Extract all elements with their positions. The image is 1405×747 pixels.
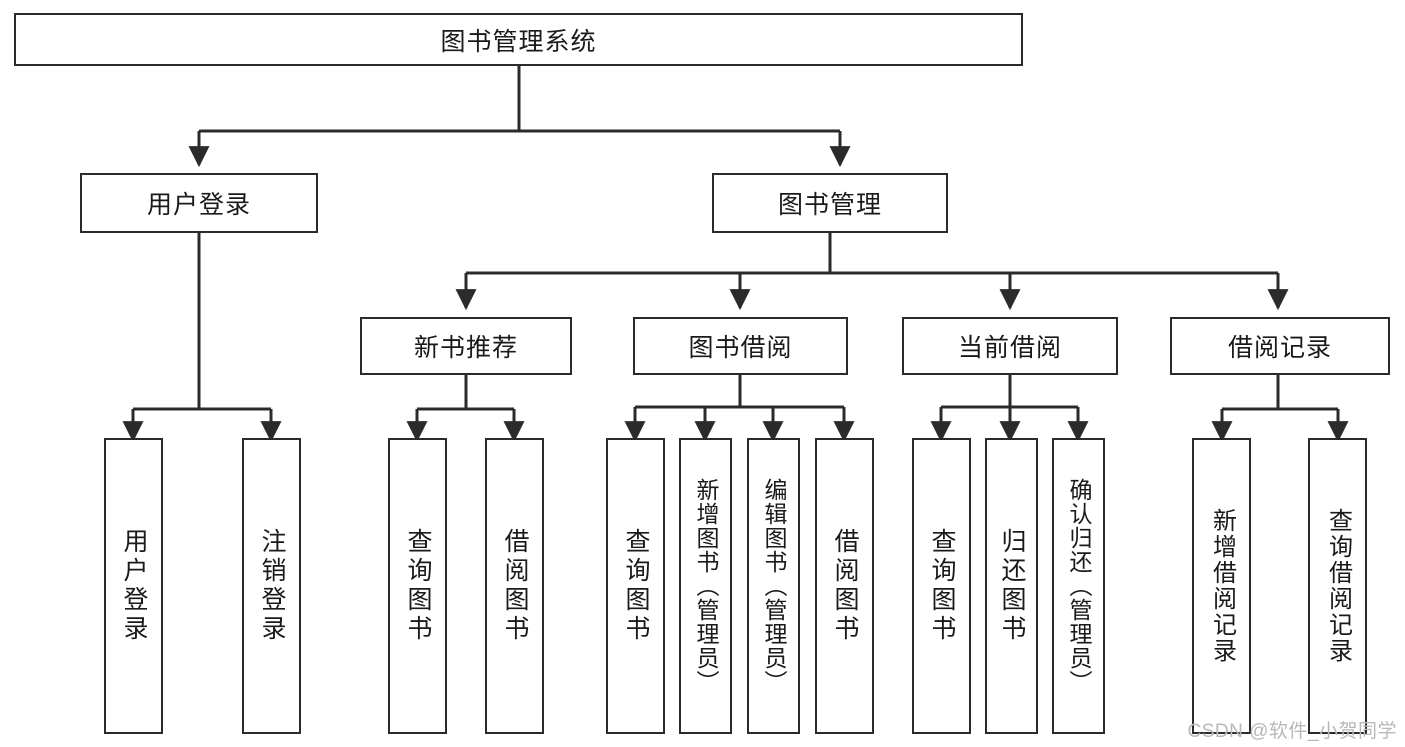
leaf-borrow-book-recommend[interactable]: 借阅图书 — [485, 438, 544, 734]
node-book-borrow[interactable]: 图书借阅 — [633, 317, 848, 375]
node-label: 图书管理 — [777, 191, 882, 219]
leaf-logout-login[interactable]: 注销登录 — [242, 438, 301, 734]
node-book-management[interactable]: 图书管理 — [712, 173, 948, 233]
node-current-borrow[interactable]: 当前借阅 — [902, 317, 1118, 375]
leaf-borrow-book-borrow[interactable]: 借阅图书 — [815, 438, 874, 734]
node-label: 用户登录 — [120, 528, 148, 644]
node-new-book-recommend[interactable]: 新书推荐 — [360, 317, 572, 375]
node-label: 查询借阅记录 — [1324, 508, 1352, 664]
node-label: 图书管理系统 — [440, 27, 597, 56]
node-label: 借阅图书 — [831, 528, 859, 644]
leaf-add-book-admin[interactable]: 新增图书（管理员） — [679, 438, 732, 734]
leaf-return-book[interactable]: 归还图书 — [985, 438, 1038, 734]
node-user-login[interactable]: 用户登录 — [80, 173, 318, 233]
leaf-query-borrow-record[interactable]: 查询借阅记录 — [1308, 438, 1367, 734]
leaf-edit-book-admin[interactable]: 编辑图书（管理员） — [747, 438, 800, 734]
csdn-watermark: CSDN @软件_小贺同学 — [1187, 721, 1397, 742]
node-label: 借阅记录 — [1227, 334, 1332, 362]
node-label: 查询图书 — [928, 528, 956, 644]
node-label: 当前借阅 — [957, 334, 1062, 362]
node-label: 编辑图书（管理员） — [761, 478, 787, 694]
leaf-confirm-return-admin[interactable]: 确认归还（管理员） — [1052, 438, 1105, 734]
leaf-query-book-borrow[interactable]: 查询图书 — [606, 438, 665, 734]
node-label: 新增图书（管理员） — [693, 478, 719, 694]
node-label: 新增借阅记录 — [1208, 508, 1236, 664]
node-label: 图书借阅 — [688, 334, 793, 362]
leaf-user-login[interactable]: 用户登录 — [104, 438, 163, 734]
leaf-query-book-recommend[interactable]: 查询图书 — [388, 438, 447, 734]
node-root-system[interactable]: 图书管理系统 — [14, 13, 1023, 66]
node-label: 查询图书 — [404, 528, 432, 644]
node-borrow-record[interactable]: 借阅记录 — [1170, 317, 1390, 375]
node-label: 用户登录 — [146, 191, 251, 219]
node-label: 确认归还（管理员） — [1066, 478, 1092, 694]
node-label: 借阅图书 — [501, 528, 529, 644]
leaf-query-book-current[interactable]: 查询图书 — [912, 438, 971, 734]
node-label: 新书推荐 — [413, 334, 518, 362]
leaf-add-borrow-record[interactable]: 新增借阅记录 — [1192, 438, 1251, 734]
node-label: 查询图书 — [622, 528, 650, 644]
node-label: 注销登录 — [258, 528, 286, 644]
node-label: 归还图书 — [998, 528, 1026, 644]
